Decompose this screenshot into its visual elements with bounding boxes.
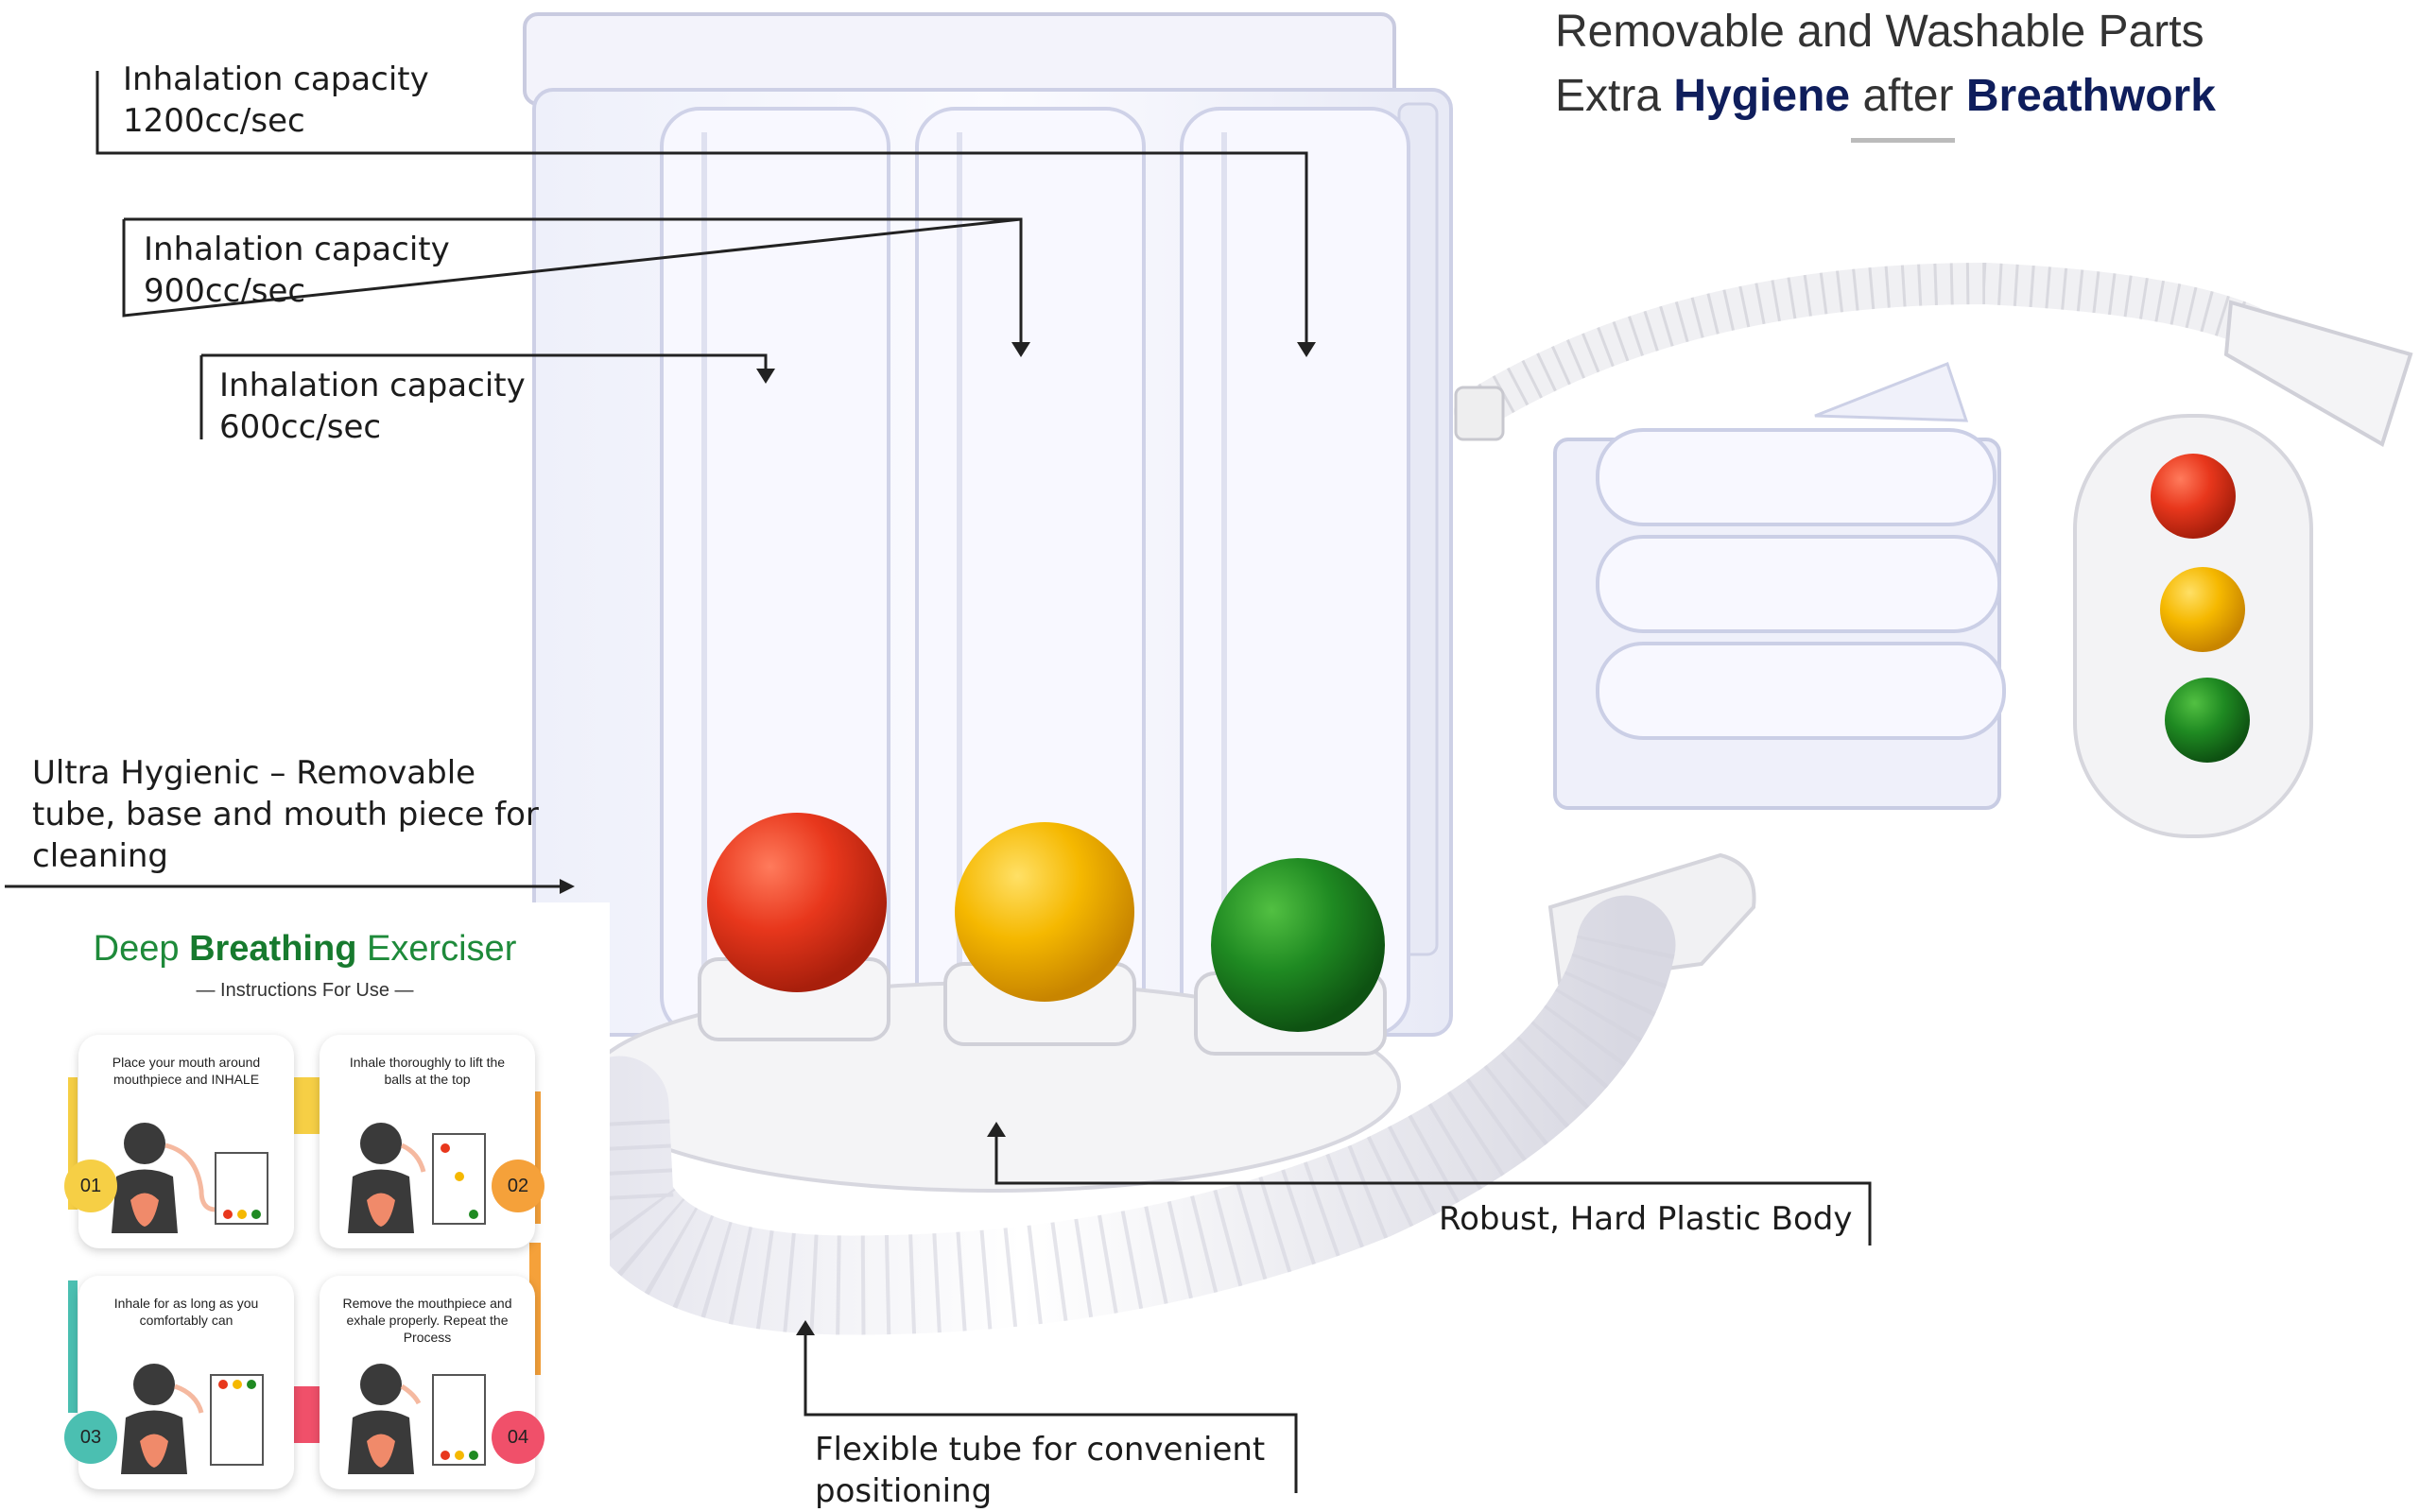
callout-plastic-body: Robust, Hard Plastic Body	[1439, 1200, 1853, 1238]
step-text: Place your mouth around mouthpiece and I…	[112, 1055, 261, 1087]
step-badge-3: 03	[64, 1411, 117, 1464]
accent-bar	[68, 1280, 78, 1413]
step-badge-1: 01	[64, 1160, 117, 1212]
callout-ultra-hygienic: Ultra Hygienic – Removable tube, base an…	[32, 754, 539, 875]
exploded-parts	[1454, 262, 2413, 838]
callout-flexible-tube: Flexible tube for convenient positioning	[815, 1431, 1266, 1510]
step-tile-2: Inhale thoroughly to lift the balls at t…	[320, 1035, 535, 1248]
yellow-ball	[955, 822, 1134, 1002]
headline-line1: Removable and Washable Parts	[1555, 7, 2204, 57]
card-subtitle: — Instructions For Use —	[196, 980, 414, 1001]
step-tile-3: Inhale for as long as you comfortably ca…	[78, 1276, 294, 1489]
breathing-figure-icon	[348, 1123, 486, 1233]
step-text: Inhale thoroughly to lift the balls at t…	[349, 1055, 506, 1087]
breathing-figure-icon	[348, 1364, 486, 1474]
step-badge-4: 04	[492, 1411, 544, 1464]
callout-capacity-900: Inhalation capacity 900cc/sec	[144, 231, 450, 310]
instructions-card: Deep Breathing Exerciser — Instructions …	[0, 902, 610, 1512]
step-badge-2: 02	[492, 1160, 544, 1212]
headline-line2: Extra Hygiene after Breathwork	[1555, 71, 2216, 121]
callout-arrowheads	[560, 342, 1316, 1335]
headline-divider	[1851, 138, 1955, 143]
step-text: Inhale for as long as you comfortably ca…	[113, 1296, 259, 1328]
breathing-figure-icon	[112, 1123, 268, 1233]
green-ball	[1211, 858, 1385, 1032]
card-title: Deep Breathing Exerciser	[93, 929, 517, 969]
headline: Removable and Washable Parts Extra Hygie…	[1555, 0, 2406, 129]
callout-capacity-1200: Inhalation capacity 1200cc/sec	[123, 60, 429, 140]
accent-bar	[293, 1077, 321, 1134]
accent-bar	[293, 1386, 321, 1443]
callout-capacity-600: Inhalation capacity 600cc/sec	[219, 367, 526, 446]
red-ball	[707, 813, 887, 992]
step-text: Remove the mouthpiece and exhale properl…	[342, 1296, 512, 1345]
breathing-figure-icon	[121, 1364, 264, 1474]
accent-bar	[68, 1077, 78, 1210]
step-tile-1: Place your mouth around mouthpiece and I…	[78, 1035, 294, 1248]
